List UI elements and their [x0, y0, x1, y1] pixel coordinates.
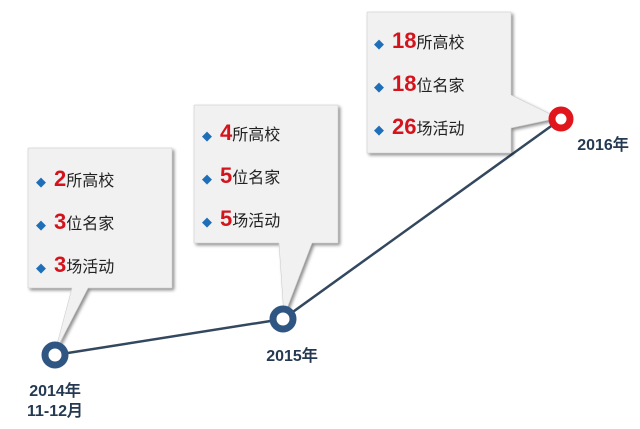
- item-label: 位名家: [232, 168, 281, 187]
- year-label-2015: 2015年: [252, 347, 332, 367]
- item-count: 5: [220, 163, 233, 188]
- year-text: 2016年: [577, 137, 629, 154]
- year-text: 2015年: [266, 348, 318, 365]
- diamond-bullet-icon: ◆: [374, 80, 384, 95]
- item-count: 18: [392, 28, 417, 53]
- item-label: 场活动: [416, 119, 465, 138]
- callout-2015: [193, 104, 339, 317]
- item-label: 场活动: [66, 257, 115, 276]
- item-count: 26: [392, 114, 417, 139]
- item-count: 3: [54, 209, 67, 234]
- year-label-2016: 2016年: [566, 136, 640, 156]
- callout-2014: [27, 147, 173, 353]
- item-count: 18: [392, 71, 417, 96]
- item-label: 场活动: [232, 211, 281, 230]
- node-2015: [269, 305, 297, 333]
- year-text: 2014年: [29, 383, 81, 400]
- diamond-bullet-icon: ◆: [202, 172, 212, 187]
- item-label: 位名家: [416, 76, 465, 95]
- item-count: 2: [54, 166, 67, 191]
- month-range-text: 11-12月: [26, 403, 84, 420]
- item-label: 所高校: [232, 125, 281, 144]
- diamond-bullet-icon: ◆: [202, 129, 212, 144]
- callout-2016: [366, 11, 559, 154]
- item-label: 所高校: [416, 33, 465, 52]
- diamond-bullet-icon: ◆: [374, 123, 384, 138]
- diamond-bullet-icon: ◆: [202, 215, 212, 230]
- diamond-bullet-icon: ◆: [36, 218, 46, 233]
- item-count: 3: [54, 252, 67, 277]
- diamond-bullet-icon: ◆: [36, 175, 46, 190]
- diamond-bullet-icon: ◆: [36, 261, 46, 276]
- item-count: 5: [220, 206, 233, 231]
- node-2016: [548, 106, 574, 132]
- diamond-bullet-icon: ◆: [374, 37, 384, 52]
- node-2014: [41, 341, 69, 369]
- item-label: 所高校: [66, 171, 115, 190]
- item-label: 位名家: [66, 214, 115, 233]
- item-count: 4: [220, 120, 233, 145]
- year-label-2014: 2014年 11-12月: [15, 382, 95, 422]
